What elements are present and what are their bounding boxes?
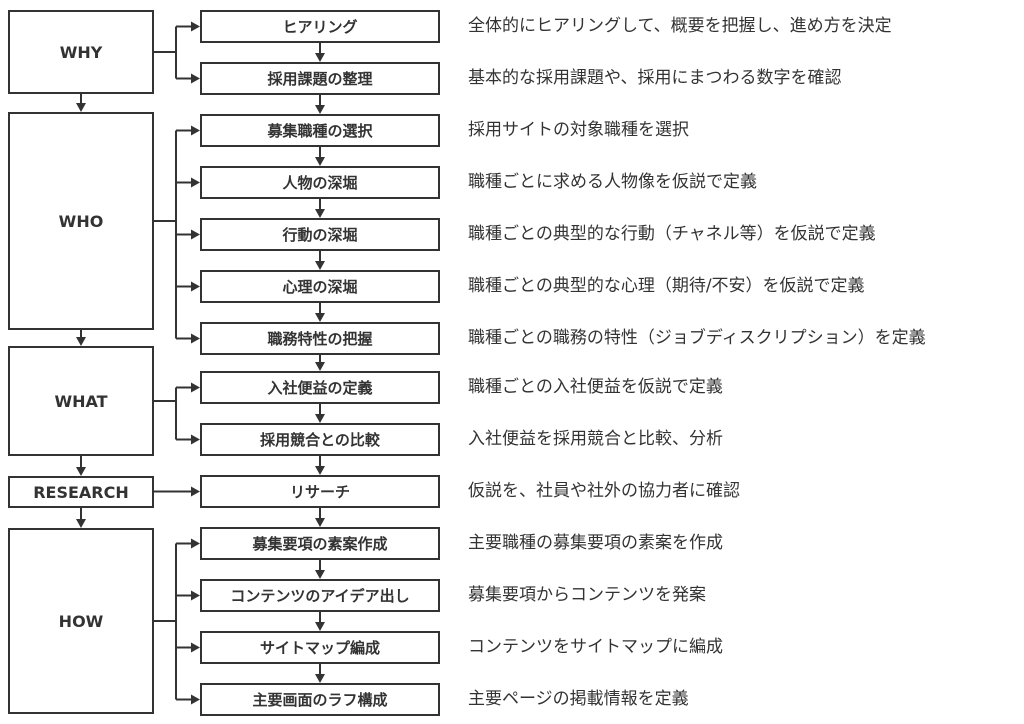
arrow-down-icon	[315, 570, 325, 579]
arrow-down-icon	[315, 518, 325, 527]
arrow-right-icon	[191, 590, 200, 601]
category-label: RESEARCH	[33, 482, 129, 502]
step-persona: 人物の深堀	[200, 166, 440, 199]
step-description: 採用サイトの対象職種を選択	[468, 120, 689, 140]
step-description: 主要職種の募集要項の素案を作成	[468, 533, 723, 553]
step-description: 職種ごとに求める人物像を仮説で定義	[468, 172, 757, 192]
step-description: 職種ごとの職務の特性（ジョブディスクリプション）を定義	[468, 328, 926, 348]
step-label: 入社便益の定義	[267, 379, 373, 397]
category-label: WHO	[58, 211, 104, 231]
arrow-right-icon	[191, 125, 200, 136]
arrow-down-icon	[315, 209, 325, 218]
arrow-right-icon	[191, 21, 200, 32]
arrow-down-icon	[315, 466, 325, 475]
step-label: 募集要項の素案作成	[252, 535, 388, 553]
step-description: コンテンツをサイトマップに編成	[468, 637, 723, 657]
step-sitemap: サイトマップ編成	[200, 631, 440, 664]
arrow-down-icon	[76, 337, 86, 346]
arrow-right-icon	[191, 694, 200, 705]
category-why: WHY	[8, 10, 154, 94]
arrow-right-icon	[191, 486, 200, 497]
category-label: WHY	[59, 42, 103, 62]
arrow-down-icon	[315, 674, 325, 683]
category-what: WHAT	[8, 346, 154, 456]
step-job-select: 募集職種の選択	[200, 114, 440, 147]
category-research: RESEARCH	[8, 476, 154, 508]
step-description: 基本的な採用課題や、採用にまつわる数字を確認	[468, 68, 842, 88]
step-label: 主要画面のラフ構成	[252, 691, 388, 709]
step-research: リサーチ	[200, 475, 440, 508]
arrow-right-icon	[191, 434, 200, 445]
step-label: 採用競合との比較	[260, 431, 380, 449]
category-label: HOW	[58, 611, 104, 631]
step-requirements-draft: 募集要項の素案作成	[200, 527, 440, 560]
arrow-right-icon	[191, 281, 200, 292]
step-description: 募集要項からコンテンツを発案	[468, 585, 706, 605]
step-wireframe: 主要画面のラフ構成	[200, 683, 440, 716]
step-job-traits: 職務特性の把握	[200, 322, 440, 355]
step-label: リサーチ	[289, 483, 350, 501]
step-label: 職務特性の把握	[267, 330, 373, 348]
category-how: HOW	[8, 528, 154, 714]
arrow-right-icon	[191, 538, 200, 549]
step-psychology: 心理の深堀	[200, 270, 440, 303]
arrow-right-icon	[191, 73, 200, 84]
arrow-right-icon	[191, 229, 200, 240]
step-description: 職種ごとの入社便益を仮説で定義	[468, 377, 723, 397]
step-label: 採用課題の整理	[267, 70, 373, 88]
step-label: サイトマップ編成	[259, 639, 380, 657]
arrow-down-icon	[315, 414, 325, 423]
step-content-ideas: コンテンツのアイデア出し	[200, 579, 440, 612]
arrow-down-icon	[315, 622, 325, 631]
arrow-right-icon	[191, 382, 200, 393]
arrow-down-icon	[315, 157, 325, 166]
step-hearing: ヒアリング	[200, 10, 440, 43]
arrow-down-icon	[76, 103, 86, 112]
step-label: 募集職種の選択	[267, 122, 373, 140]
step-issue-organize: 採用課題の整理	[200, 62, 440, 95]
arrow-down-icon	[76, 467, 86, 476]
arrow-down-icon	[76, 519, 86, 528]
step-label: 行動の深堀	[282, 226, 358, 244]
step-label: コンテンツのアイデア出し	[230, 587, 410, 605]
step-description: 仮説を、社員や社外の協力者に確認	[468, 481, 740, 501]
step-behavior: 行動の深堀	[200, 218, 440, 251]
step-competitor-compare: 採用競合との比較	[200, 423, 440, 456]
step-description: 主要ページの掲載情報を定義	[468, 689, 689, 709]
step-description: 入社便益を採用競合と比較、分析	[468, 429, 723, 449]
step-label: 心理の深堀	[282, 278, 358, 296]
arrow-down-icon	[315, 53, 325, 62]
category-label: WHAT	[54, 391, 108, 411]
category-who: WHO	[8, 112, 154, 330]
step-description: 職種ごとの典型的な行動（チャネル等）を仮説で定義	[468, 224, 876, 244]
arrow-right-icon	[191, 177, 200, 188]
step-description: 全体的にヒアリングして、概要を把握し、進め方を決定	[468, 16, 892, 36]
arrow-down-icon	[315, 105, 325, 114]
arrow-down-icon	[315, 261, 325, 270]
step-description: 職種ごとの典型的な心理（期待/不安）を仮説で定義	[468, 276, 865, 296]
arrow-down-icon	[315, 313, 325, 322]
arrow-right-icon	[191, 642, 200, 653]
step-benefit-define: 入社便益の定義	[200, 371, 440, 404]
step-label: ヒアリング	[282, 18, 358, 36]
step-label: 人物の深堀	[282, 174, 358, 192]
arrow-down-icon	[315, 362, 325, 371]
arrow-right-icon	[191, 333, 200, 344]
